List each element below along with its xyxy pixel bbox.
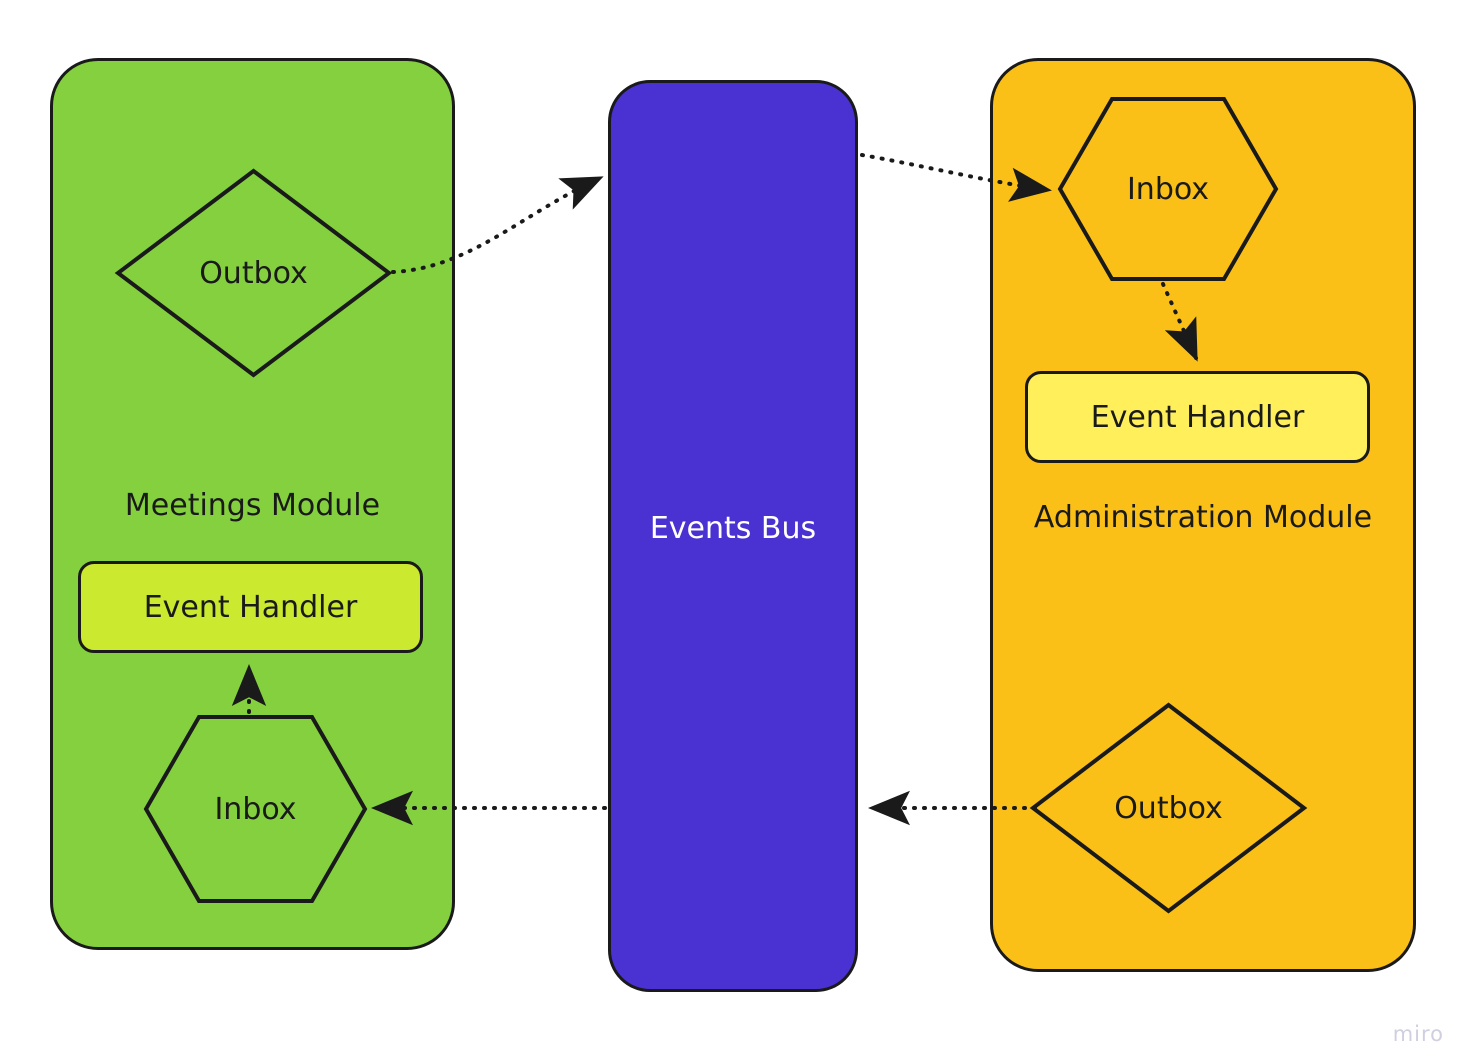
module-meetings-title: Meetings Module [124,488,381,523]
meetings-inbox-shape[interactable]: Inbox [143,714,368,904]
meetings-event-handler-box[interactable]: Event Handler [78,561,423,653]
meetings-outbox-shape[interactable]: Outbox [114,168,393,378]
hexagon-icon [143,715,368,903]
module-administration-title: Administration Module [1033,500,1373,535]
miro-watermark: miro [1392,1022,1444,1046]
administration-inbox-shape[interactable]: Inbox [1057,96,1279,282]
administration-outbox-shape[interactable]: Outbox [1029,702,1308,914]
hexagon-icon [1057,97,1279,281]
module-events-bus[interactable] [608,80,858,992]
administration-event-handler-box[interactable]: Event Handler [1025,371,1370,463]
diamond-icon [1029,702,1308,914]
diamond-icon [114,168,393,378]
module-events-bus-title: Events Bus [649,511,817,546]
